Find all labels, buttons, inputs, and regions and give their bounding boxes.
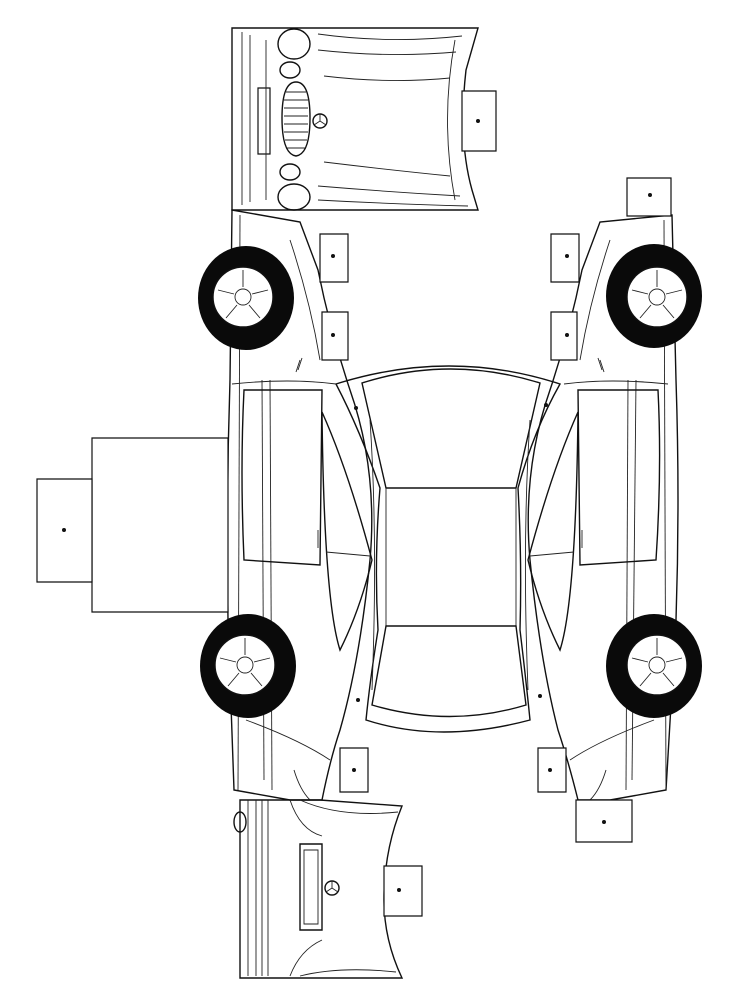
wheel-front-right — [606, 244, 702, 348]
side-panel-large-box[interactable] — [92, 438, 228, 612]
marker-box-left-front-door[interactable] — [322, 312, 348, 360]
wheel-rear-left — [200, 614, 296, 718]
rear-plate — [300, 844, 322, 930]
left-window-front — [322, 412, 372, 650]
marker-box-right-front-door[interactable] — [551, 312, 577, 360]
headlight-left — [278, 29, 310, 59]
wheel-rear-right — [606, 614, 702, 718]
marker-boxes — [37, 91, 671, 916]
right-rear-door — [578, 390, 660, 565]
marker-box-rear-trunk[interactable] — [384, 866, 422, 916]
front-grille — [282, 82, 310, 156]
rear-window — [372, 626, 526, 717]
marker-box-right-front-bumper[interactable] — [627, 178, 671, 216]
front-view — [232, 28, 478, 210]
roof-view — [336, 366, 560, 732]
right-window-front — [528, 412, 578, 650]
rear-mirror — [234, 812, 246, 832]
front-plate — [258, 88, 270, 154]
left-rear-door — [242, 390, 322, 565]
marker-box-right-front-fender[interactable] — [551, 234, 579, 282]
windshield — [362, 369, 540, 488]
rear-view — [234, 800, 402, 978]
headlight-right — [278, 184, 310, 210]
wheel-front-left — [198, 246, 294, 350]
marker-box-left-front-fender[interactable] — [320, 234, 348, 282]
